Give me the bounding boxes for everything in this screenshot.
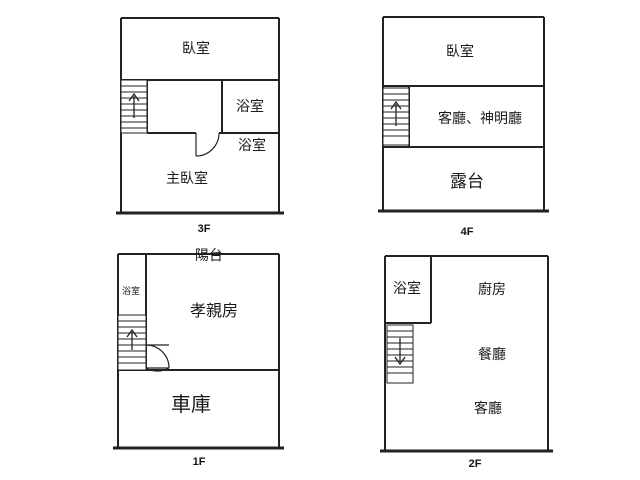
room-label-3f-master-bedroom: 主臥室 <box>166 170 208 187</box>
room-label-1f-parents-room: 孝親房 <box>190 301 238 320</box>
room-label-3f-bath-2: 浴室 <box>238 137 266 154</box>
room-label-2f-living: 客廳 <box>474 400 502 417</box>
staircase-icon <box>120 79 148 134</box>
room-label-2f-kitchen: 廚房 <box>478 281 506 298</box>
room-label-1f-bath: 浴室 <box>122 285 140 297</box>
floor-label-4f: 4F <box>461 226 474 238</box>
staircase-icon <box>382 87 410 146</box>
room-label-3f-bath-1: 浴室 <box>236 98 264 115</box>
room-label-4f-living-shrine: 客廳、神明廳 <box>438 110 522 127</box>
floor-2f-plan <box>380 255 553 453</box>
room-label-1f-garage: 車庫 <box>171 392 211 416</box>
door-swing-icon <box>145 344 170 372</box>
door-swing-icon <box>195 132 220 157</box>
staircase-icon <box>117 314 147 371</box>
floor-label-2f: 2F <box>469 458 482 470</box>
staircase-icon <box>386 324 414 384</box>
floor-label-3f: 3F <box>198 223 211 235</box>
room-label-3f-bedroom: 臥室 <box>182 40 210 57</box>
room-label-2f-bath: 浴室 <box>393 280 421 297</box>
room-label-4f-bedroom: 臥室 <box>446 43 474 60</box>
room-label-1f-balcony: 陽台 <box>195 248 223 264</box>
room-label-4f-terrace: 露台 <box>450 172 484 192</box>
floor-label-1f: 1F <box>193 456 206 468</box>
room-label-2f-dining: 餐廳 <box>478 346 506 363</box>
